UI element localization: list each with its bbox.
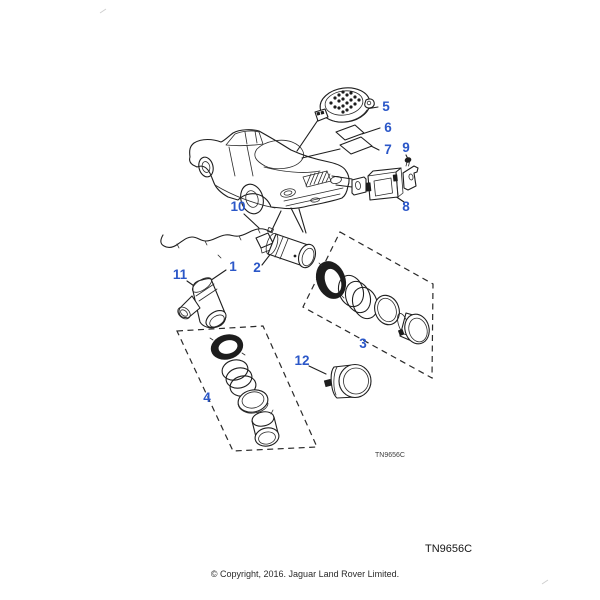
artifact-mark [541, 579, 549, 585]
car-license-recess [302, 170, 332, 188]
drawing-code: TN9656C [425, 543, 472, 555]
drawing-code-inline: TN9656C [375, 452, 405, 459]
part-11-connector [177, 295, 201, 320]
callout-3[interactable]: 3 [359, 336, 367, 351]
copyright-text: © Copyright, 2016. Jaguar Land Rover Lim… [211, 569, 399, 579]
callout-2[interactable]: 2 [253, 260, 261, 275]
car-rear-window [254, 139, 304, 170]
callout-12[interactable]: 12 [294, 353, 309, 368]
car-door-line [228, 146, 236, 177]
part-6-pad [335, 124, 365, 141]
part-1-11-sensor [177, 277, 227, 329]
car-window-divider [244, 131, 248, 145]
car-rear-wheel [240, 183, 264, 215]
car-sill-crease [214, 184, 276, 209]
seal-ring-dark [209, 334, 246, 360]
part-8-bracket [351, 165, 419, 201]
callout-7[interactable]: 7 [384, 142, 392, 157]
callout-labels: 1 2 3 4 5 6 7 8 9 10 11 12 [173, 99, 410, 405]
retainer-ring [374, 294, 400, 326]
sensor-housing [251, 409, 280, 447]
callout-10[interactable]: 10 [230, 199, 245, 214]
car-trunk-line [263, 166, 321, 173]
sounder-grille-holes [329, 90, 361, 114]
part-10-harness [160, 210, 282, 259]
callout-6[interactable]: 6 [384, 120, 392, 135]
sensor-housing [397, 312, 430, 345]
part-5-sounder [314, 87, 375, 123]
sounder-connector [314, 108, 329, 122]
callout-5[interactable]: 5 [382, 99, 390, 114]
callout-9[interactable]: 9 [402, 140, 410, 155]
part-7-pad [339, 136, 373, 155]
part-9-screw [404, 157, 412, 167]
part-12-sensor [323, 363, 372, 399]
callout-11[interactable]: 11 [173, 267, 188, 282]
group-box-3 [302, 231, 434, 380]
seal-ring-dark [315, 261, 347, 299]
car-window-divider [254, 130, 258, 144]
car-bumper [283, 187, 344, 207]
car-front-wheel [198, 156, 214, 178]
car-side-windows [225, 130, 264, 147]
callout-8[interactable]: 8 [402, 199, 410, 214]
sounder-mount-tab [364, 98, 375, 109]
callout-4[interactable]: 4 [203, 390, 211, 405]
vehicle-illustration [189, 129, 350, 215]
car-body-outline [189, 129, 350, 210]
car-door-line [246, 145, 254, 177]
part-2-sensor [255, 232, 317, 269]
callout-1[interactable]: 1 [229, 259, 237, 274]
leader-lines [186, 106, 409, 375]
artifact-mark [99, 8, 107, 14]
retainer-collar [237, 389, 269, 414]
spring-rings [337, 274, 379, 320]
group-box-4 [176, 325, 318, 452]
